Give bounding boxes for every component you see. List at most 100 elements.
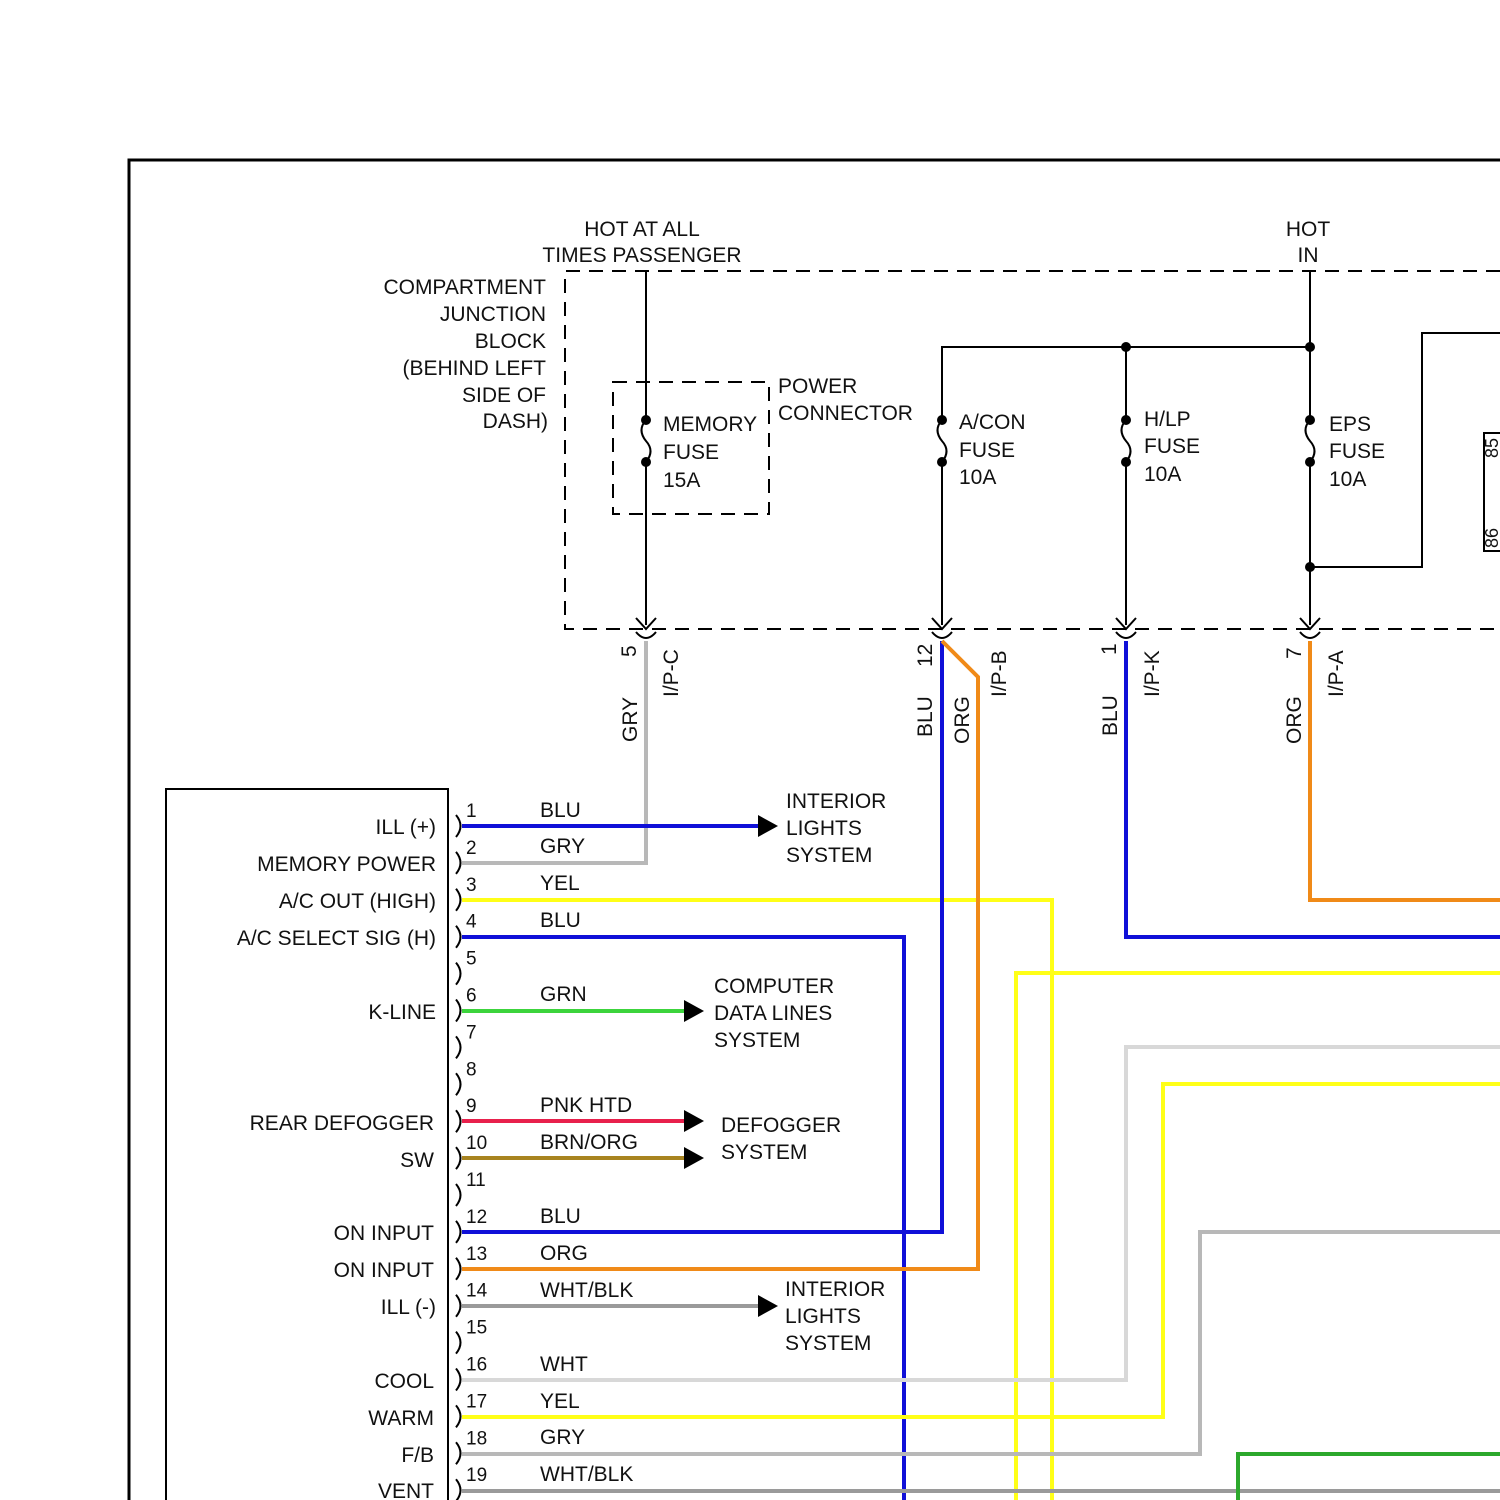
wire-label-18: GRY (540, 1426, 585, 1449)
junction-block-title: COMPARTMENT JUNCTION BLOCK (BEHIND LEFT … (383, 276, 548, 433)
out-hlp-connector: I/P-K (1141, 650, 1164, 697)
wire-grn-right (1238, 1454, 1500, 1500)
relay-pin-86: 86 (1482, 528, 1500, 548)
pin-number-5: 5 (466, 949, 477, 970)
wire-label-13: ORG (540, 1242, 588, 1265)
pin-number-9: 9 (466, 1096, 477, 1117)
interior-lights-1-line-3: SYSTEM (786, 844, 872, 867)
computer-data-line-1: COMPUTER (714, 975, 834, 998)
module-label-16: COOL (374, 1370, 434, 1393)
wire-label-16: WHT (540, 1353, 588, 1376)
pin-number-11: 11 (466, 1170, 486, 1191)
module-label-3: A/C OUT (HIGH) (279, 890, 436, 913)
acon-fuse-label-3: 10A (959, 466, 996, 489)
pin-bracket-3 (456, 889, 461, 911)
pin-number-12: 12 (466, 1207, 487, 1228)
pin-bracket-2 (456, 852, 461, 874)
wire-label-10: BRN/ORG (540, 1131, 638, 1154)
jb-title-line-5: SIDE OF (462, 384, 546, 407)
wire-org-on-input (462, 641, 978, 1269)
arrow-ill-minus (758, 1295, 778, 1317)
pin-number-17: 17 (466, 1391, 487, 1412)
pin-bracket-1 (456, 815, 461, 837)
interior-lights-2-line-3: SYSTEM (785, 1332, 871, 1355)
pin-number-6: 6 (466, 986, 477, 1007)
module-label-18: F/B (401, 1444, 434, 1467)
hot-in-line-1: HOT (1286, 218, 1331, 241)
hlp-fuse-label-3: 10A (1144, 463, 1181, 486)
computer-data-line-2: DATA LINES (714, 1002, 832, 1025)
out-eps-pin: 7 (1283, 647, 1306, 659)
output-labels: 5 I/P-C GRY 12 I/P-B BLU ORG 1 I/P-K BLU… (618, 643, 1348, 744)
pin-number-16: 16 (466, 1355, 487, 1376)
pin-number-14: 14 (466, 1281, 488, 1302)
module-label-12: ON INPUT (334, 1222, 435, 1245)
wire-label-14: WHT/BLK (540, 1279, 633, 1302)
wire-label-19: WHT/BLK (540, 1463, 633, 1486)
arrow-ill-plus (758, 815, 778, 837)
pin-number-1: 1 (466, 801, 477, 822)
fuse-labels: MEMORY FUSE 15A A/CON FUSE 10A H/LP FUSE… (663, 408, 1385, 492)
memory-fuse-label-3: 15A (663, 469, 700, 492)
pin-bracket-8 (456, 1073, 461, 1095)
out-acon-connector: I/P-B (988, 650, 1011, 697)
pin-bracket-12 (456, 1221, 461, 1243)
wire-label-4: BLU (540, 909, 581, 932)
wire-label-9: PNK HTD (540, 1094, 632, 1117)
module-pin-labels: ILL (+) MEMORY POWER A/C OUT (HIGH) A/C … (237, 816, 436, 1500)
pin-bracket-6 (456, 1000, 461, 1022)
module-label-2: MEMORY POWER (257, 853, 436, 876)
pin-number-18: 18 (466, 1428, 487, 1449)
acon-fuse-label-1: A/CON (959, 411, 1026, 434)
wire-label-3: YEL (540, 872, 580, 895)
pin-bracket-7 (456, 1036, 461, 1058)
eps-fuse-label-3: 10A (1329, 468, 1366, 491)
pin-number-4: 4 (466, 912, 477, 933)
pin-number-10: 10 (466, 1133, 487, 1154)
module-label-14: ILL (-) (381, 1296, 436, 1319)
module-label-9: REAR DEFOGGER (250, 1112, 434, 1135)
out-hlp-wire: BLU (1099, 695, 1122, 736)
eps-fuse-label-2: FUSE (1329, 440, 1385, 463)
power-connector-line-1: POWER (778, 375, 857, 398)
pin-bracket-4 (456, 926, 461, 948)
wire-gry-memory (462, 641, 646, 863)
power-connector-line-2: CONNECTOR (778, 402, 913, 425)
jb-title-line-3: BLOCK (475, 330, 546, 353)
defogger-line-1: DEFOGGER (721, 1114, 841, 1137)
arrow-kline (684, 1000, 704, 1022)
wire-yel-right (1016, 973, 1500, 1500)
hot-at-all-times-line-2: TIMES PASSENGER (542, 244, 741, 267)
pin-bracket-9 (456, 1110, 461, 1132)
out-eps-wire: ORG (1283, 696, 1306, 744)
hlp-fuse-label-2: FUSE (1144, 435, 1200, 458)
wire-gry-fb (462, 1232, 1500, 1454)
pin-bracket-5 (456, 963, 461, 985)
pin-bracket-11 (456, 1184, 461, 1206)
out-memory-connector: I/P-C (660, 649, 683, 697)
memory-fuse-label-1: MEMORY (663, 413, 757, 436)
interior-lights-2-line-1: INTERIOR (785, 1278, 885, 1301)
arrow-defogger-10 (684, 1147, 704, 1169)
pin-number-15: 15 (466, 1318, 487, 1339)
interior-lights-1-line-2: LIGHTS (786, 817, 862, 840)
jb-title-line-2: JUNCTION (440, 303, 546, 326)
acon-fuse-label-2: FUSE (959, 439, 1015, 462)
module-label-13: ON INPUT (334, 1259, 435, 1282)
jb-title-line-1: COMPARTMENT (383, 276, 546, 299)
pin-number-7: 7 (466, 1022, 477, 1043)
pin-bracket-19 (456, 1479, 461, 1500)
arrowheads (684, 815, 778, 1317)
module-label-6: K-LINE (368, 1001, 436, 1024)
jb-title-line-4: (BEHIND LEFT (402, 357, 546, 380)
module-wire-labels: BLU GRY YEL BLU GRN PNK HTD BRN/ORG BLU … (540, 799, 638, 1486)
wire-label-1: BLU (540, 799, 581, 822)
wire-label-17: YEL (540, 1390, 580, 1413)
hot-at-all-times-line-1: HOT AT ALL (584, 218, 700, 241)
defogger-line-2: SYSTEM (721, 1141, 807, 1164)
out-hlp-pin: 1 (1098, 643, 1121, 655)
pin-bracket-17 (456, 1405, 461, 1427)
hot-in-line-2: IN (1298, 244, 1319, 267)
wire-label-6: GRN (540, 983, 587, 1006)
